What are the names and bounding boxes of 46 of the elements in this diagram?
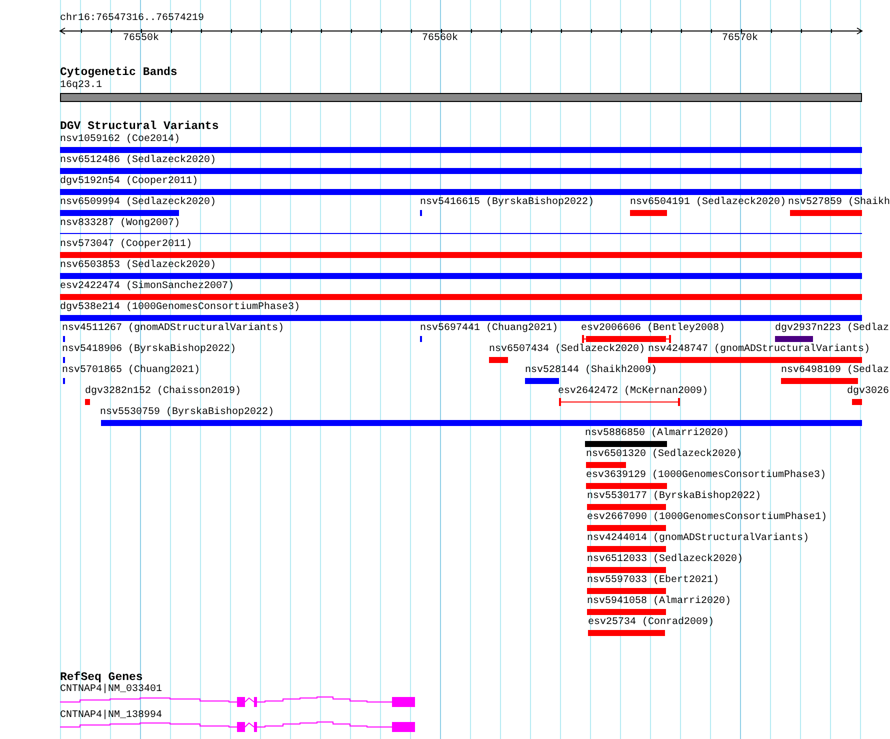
- variant-label: dgv2937n223 (Sedlaz: [775, 324, 890, 334]
- variant-label: esv25734 (Conrad2009): [588, 618, 714, 628]
- variant-label: nsv833287 (Wong2007): [60, 219, 180, 229]
- gene-label: CNTNAP4|NM_033401: [60, 685, 162, 695]
- tick-label: 76560k: [422, 34, 458, 44]
- variant-label: nsv6498109 (Sedlaz: [781, 366, 890, 376]
- variant-label: nsv6512033 (Sedlazeck2020): [587, 555, 744, 565]
- variant-label: nsv5530759 (ByrskaBishop2022): [100, 408, 274, 418]
- variant-label: dgv3026: [847, 387, 890, 397]
- band-label: 16q23.1: [60, 81, 102, 91]
- variant-label: nsv5886850 (Almarri2020): [585, 429, 730, 439]
- variant-label: dgv3282n152 (Chaisson2019): [85, 387, 242, 397]
- variant-label: nsv5697441 (Chuang2021): [420, 324, 558, 334]
- tick-label: 76550k: [123, 34, 159, 44]
- position-label: chr16:76547316..76574219: [60, 14, 204, 24]
- variant-label: nsv5418906 (ByrskaBishop2022): [62, 345, 236, 355]
- variant-label: dgv538e214 (1000GenomesConsortiumPhase3): [60, 303, 300, 313]
- variant-label: esv3639129 (1000GenomesConsortiumPhase3): [586, 471, 826, 481]
- variant-label: nsv5597033 (Ebert2021): [587, 576, 720, 586]
- variant-label: nsv1059162 (Coe2014): [60, 135, 180, 145]
- track-title: Cytogenetic Bands: [60, 67, 178, 79]
- variant-label: nsv528144 (Shaikh2009): [525, 366, 658, 376]
- variant-label: nsv4244014 (gnomADStructuralVariants): [587, 534, 810, 544]
- variant-label: nsv5941058 (Almarri2020): [587, 597, 732, 607]
- variant-label: nsv4248747 (gnomADStructuralVariants): [648, 345, 870, 355]
- variant-label: nsv4511267 (gnomADStructuralVariants): [62, 324, 284, 334]
- variant-label: nsv5416615 (ByrskaBishop2022): [420, 198, 594, 208]
- variant-label: nsv527859 (Shaikh: [788, 198, 890, 208]
- variant-label: dgv5192n54 (Cooper2011): [60, 177, 198, 187]
- variant-label: esv2006606 (Bentley2008): [581, 324, 726, 334]
- variant-label: nsv5701865 (Chuang2021): [62, 366, 200, 376]
- gene-label: CNTNAP4|NM_138994: [60, 711, 162, 721]
- variant-label: esv2667090 (1000GenomesConsortiumPhase1): [587, 513, 828, 523]
- variant-label: nsv6503853 (Sedlazeck2020): [60, 261, 216, 271]
- tick-label: 76570k: [722, 34, 758, 44]
- variant-label: nsv6501320 (Sedlazeck2020): [586, 450, 742, 460]
- variant-label: nsv6507434 (Sedlazeck2020): [489, 345, 646, 355]
- variant-label: esv2642472 (McKernan2009): [558, 387, 708, 397]
- track-title: DGV Structural Variants: [60, 121, 219, 133]
- variant-label: nsv6509994 (Sedlazeck2020): [60, 198, 216, 208]
- variant-label: nsv6504191 (Sedlazeck2020): [630, 198, 786, 208]
- variant-label: nsv5530177 (ByrskaBishop2022): [587, 492, 762, 502]
- variant-label: esv2422474 (SimonSanchez2007): [60, 282, 234, 292]
- track-title: RefSeq Genes: [60, 672, 143, 684]
- variant-label: nsv6512486 (Sedlazeck2020): [60, 156, 216, 166]
- variant-label: nsv573047 (Cooper2011): [60, 240, 192, 250]
